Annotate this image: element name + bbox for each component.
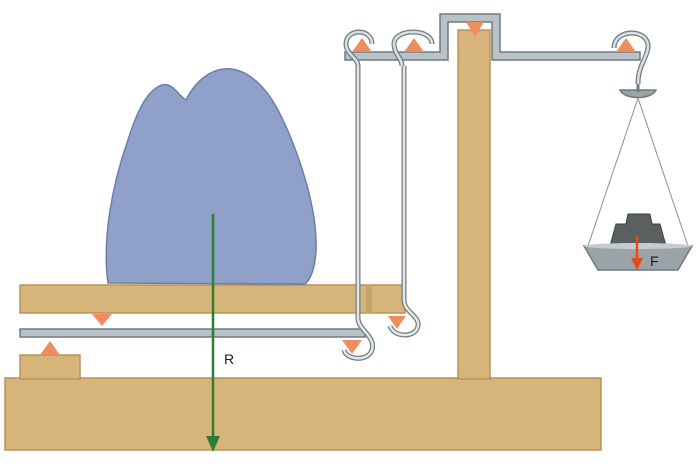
lower-lever-hanger-pivot [342,340,362,354]
beam-right-pivot [616,38,636,52]
pan-string-left [587,97,639,247]
base-board [4,377,602,451]
counterweight [609,213,667,247]
beam-middle-pivot [404,38,424,52]
left-hanger-hook [341,317,376,361]
rock-load [105,68,317,285]
platform-hanger-pivot [388,316,406,329]
lower-lever-fulcrum [40,341,60,355]
pan-string-right [637,97,689,247]
beam-left-pivot [352,38,372,52]
force-arrow-R-head [206,436,220,452]
base-support-block [19,354,81,380]
beam-main-pivot [466,22,484,37]
platform-hanger-slot [366,285,372,313]
force-label-F: F [650,253,659,269]
force-arrow-F-head [631,258,643,270]
top-beam [344,13,641,61]
balance-column [457,29,491,380]
lower-lever [19,328,366,338]
pan-hanger-cap [618,89,658,99]
platform-pivot [92,314,112,326]
force-label-R: R [224,351,234,367]
